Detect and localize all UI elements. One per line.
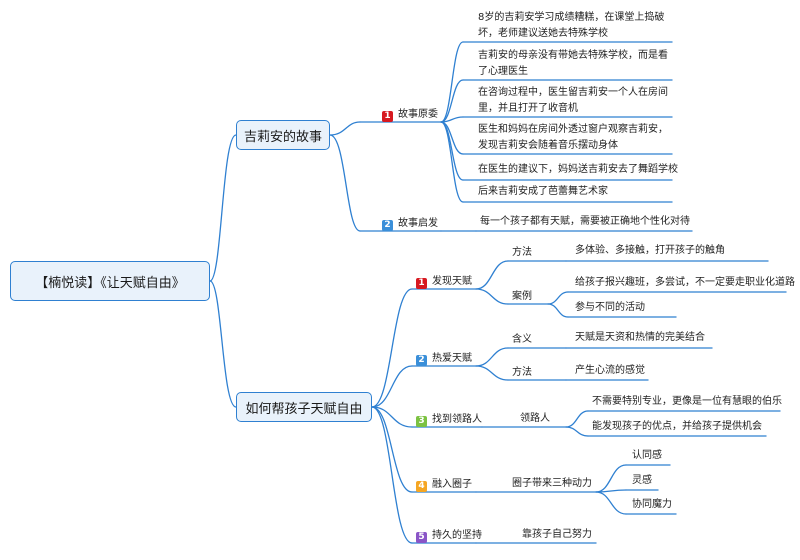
mentor-sub-label: 领路人 xyxy=(520,413,550,424)
love-meaning-text: 天赋是天资和热情的完美结合 xyxy=(575,332,705,343)
mentor-item-1: 不需要特别专业，更像是一位有慧眼的伯乐 xyxy=(592,396,782,407)
origin-item-3: 在咨询过程中，医生留吉莉安一个人在房间里，并且打开了收音机 xyxy=(478,87,668,114)
origin-item-1: 8岁的吉莉安学习成绩糟糕，在课堂上捣破坏，老师建议送她去特殊学校 xyxy=(478,12,665,39)
topic-discover-talent[interactable]: 1 发现天赋 xyxy=(416,274,472,289)
origin-item-4: 医生和妈妈在房间外透过窗户观察吉莉安，发现吉莉安会随着音乐摆动身体 xyxy=(478,124,668,151)
circle-item-3: 协同魔力 xyxy=(632,499,672,510)
origin-item-6: 后来吉莉安成了芭蕾舞艺术家 xyxy=(478,186,608,197)
topic-find-mentor-label: 找到领路人 xyxy=(432,414,482,425)
persist-sub-label: 靠孩子自己努力 xyxy=(522,529,592,540)
number-badge-3: 3 xyxy=(416,416,427,427)
topic-story-insight[interactable]: 2 故事启发 xyxy=(382,216,438,231)
topic-discover-talent-label: 发现天赋 xyxy=(432,276,472,287)
root-node[interactable]: 【楠悦读】《让天赋自由》 xyxy=(10,261,210,301)
number-badge-2: 2 xyxy=(382,220,393,231)
number-badge-5: 5 xyxy=(416,532,427,543)
insight-text: 每一个孩子都有天赋，需要被正确地个性化对待 xyxy=(480,216,690,227)
number-badge-1: 1 xyxy=(382,111,393,122)
circle-item-2: 灵感 xyxy=(632,475,652,486)
origin-item-5: 在医生的建议下，妈妈送吉莉安去了舞蹈学校 xyxy=(478,164,678,175)
discover-cases-label: 案例 xyxy=(512,291,532,302)
branch-free-talent-label: 如何帮孩子天赋自由 xyxy=(245,401,363,417)
discover-method-text: 多体验、多接触，打开孩子的触角 xyxy=(575,245,725,256)
topic-story-origin-label: 故事原委 xyxy=(398,109,438,120)
number-badge-2: 2 xyxy=(416,355,427,366)
branch-gillian-story[interactable]: 吉莉安的故事 xyxy=(236,120,330,150)
discover-method-label: 方法 xyxy=(512,247,532,258)
topic-story-insight-label: 故事启发 xyxy=(398,218,438,229)
circle-sub-label: 圈子带来三种动力 xyxy=(512,478,592,489)
love-method-label: 方法 xyxy=(512,367,532,378)
topic-join-circle-label: 融入圈子 xyxy=(432,479,472,490)
discover-case-2: 参与不同的活动 xyxy=(575,302,645,313)
love-method-text: 产生心流的感觉 xyxy=(575,365,645,376)
number-badge-4: 4 xyxy=(416,481,427,492)
circle-item-1: 认同感 xyxy=(632,450,662,461)
branch-gillian-story-label: 吉莉安的故事 xyxy=(243,129,322,145)
topic-love-talent[interactable]: 2 热爱天赋 xyxy=(416,351,472,366)
topic-long-persistence[interactable]: 5 持久的坚持 xyxy=(416,528,482,543)
origin-item-2: 吉莉安的母亲没有带她去特殊学校，而是看了心理医生 xyxy=(478,50,668,77)
topic-join-circle[interactable]: 4 融入圈子 xyxy=(416,477,472,492)
branch-free-talent[interactable]: 如何帮孩子天赋自由 xyxy=(236,392,372,422)
number-badge-1: 1 xyxy=(416,278,427,289)
topic-love-talent-label: 热爱天赋 xyxy=(432,353,472,364)
discover-case-1: 给孩子报兴趣班，多尝试，不一定要走职业化道路 xyxy=(575,277,795,288)
topic-long-persistence-label: 持久的坚持 xyxy=(432,530,482,541)
love-meaning-label: 含义 xyxy=(512,334,532,345)
topic-story-origin[interactable]: 1 故事原委 xyxy=(382,107,438,122)
mentor-item-2: 能发现孩子的优点，并给孩子提供机会 xyxy=(592,421,762,432)
topic-find-mentor[interactable]: 3 找到领路人 xyxy=(416,412,482,427)
root-label: 【楠悦读】《让天赋自由》 xyxy=(35,275,185,291)
